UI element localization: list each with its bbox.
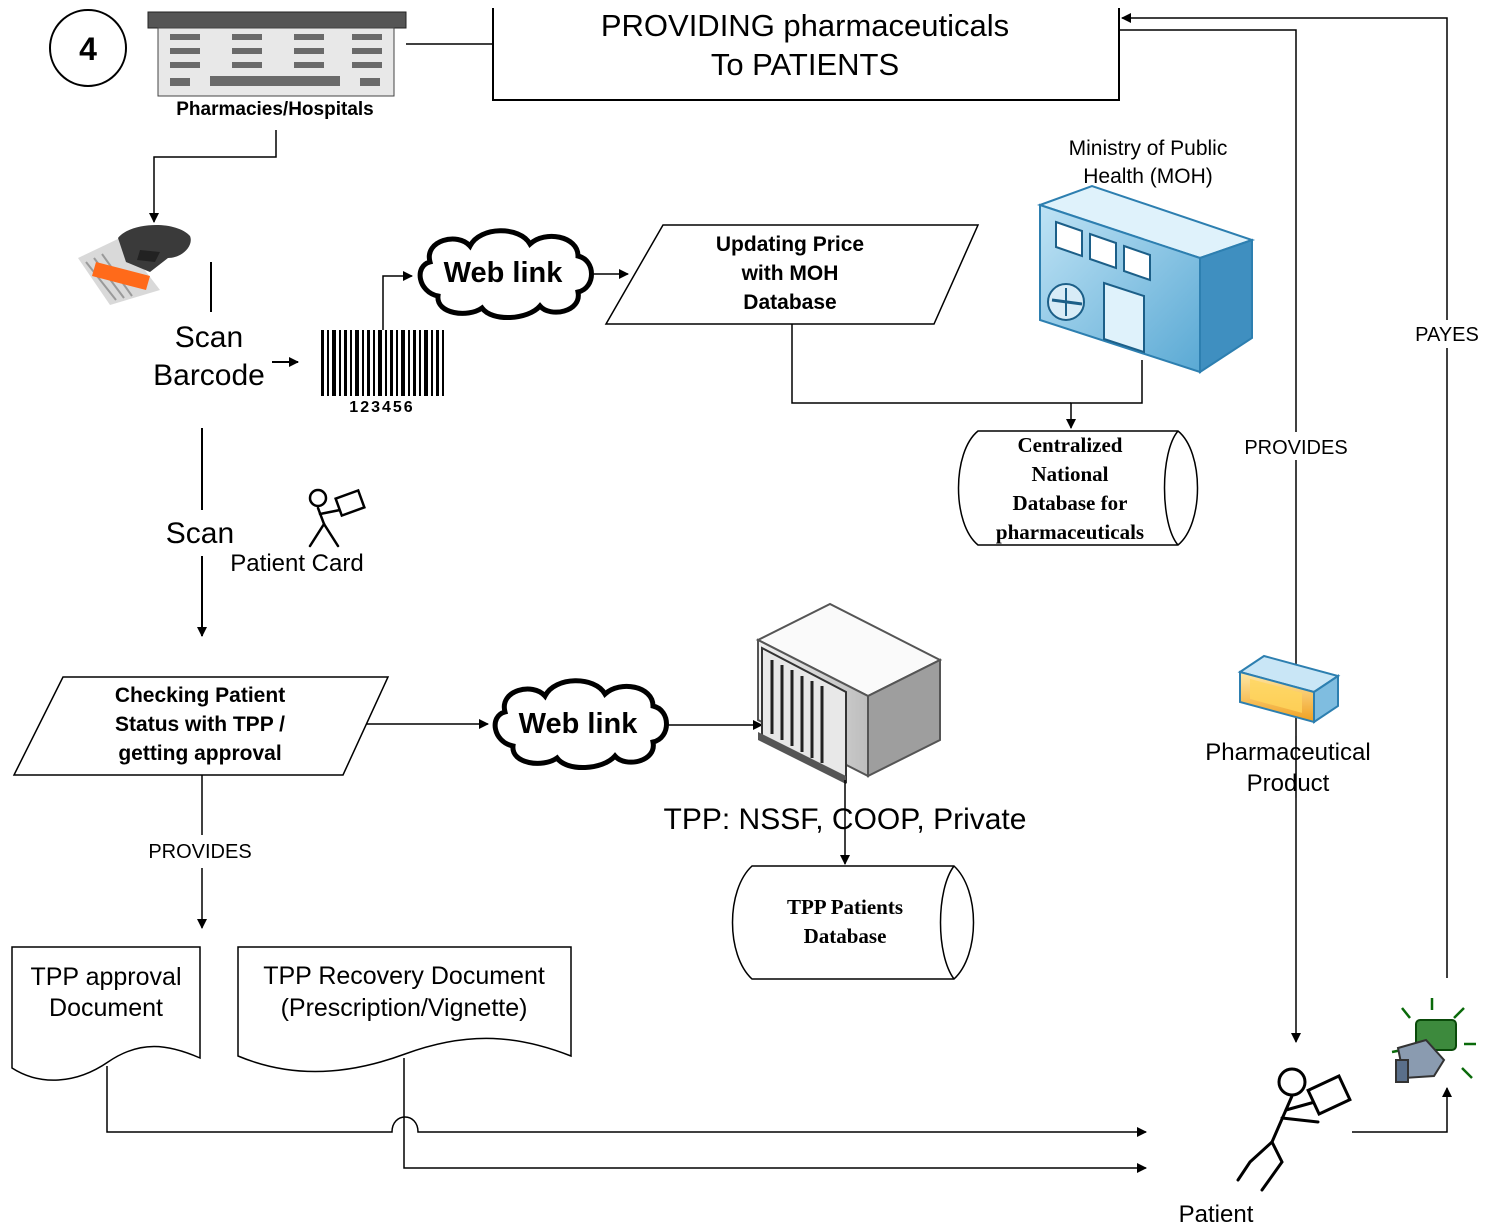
barcode-digits: 123456 — [349, 399, 414, 416]
checking-status-line3: getting approval — [118, 742, 281, 765]
providing-box: PROVIDING pharmaceuticals To PATIENTS — [492, 8, 1120, 101]
pharmaceutical-product-icon — [1237, 654, 1341, 724]
money-hand-icon — [1391, 998, 1476, 1083]
pharmacy-building-icon — [147, 11, 407, 97]
payes-bg — [1408, 320, 1486, 348]
recovery-doc-line2: (Prescription/Vignette) — [281, 994, 528, 1022]
updating-price-process: Updating Price with MOH Database — [604, 224, 980, 325]
updating-price-line3: Database — [743, 291, 836, 314]
scan-barcode-line2: Barcode — [153, 359, 265, 392]
recovery-doc-to-patient-arrow — [403, 1058, 1147, 1173]
step-number: 4 — [79, 31, 97, 67]
provides-right-bg — [1236, 432, 1354, 460]
cloud-icon-bottom — [492, 678, 669, 771]
central-db-line2: National — [1031, 462, 1108, 486]
recovery-doc-line1: TPP Recovery Document — [263, 962, 545, 990]
centralized-database: Centralized National Database for pharma… — [957, 430, 1199, 546]
moh-building-icon — [1036, 184, 1256, 374]
providing-line1: PROVIDING pharmaceuticals — [601, 8, 1009, 43]
tpp-db-line1: TPP Patients — [787, 895, 903, 919]
pharmacies-label: Pharmacies/Hospitals — [176, 99, 373, 120]
central-db-line1: Centralized — [1018, 433, 1123, 457]
providing-line2: To PATIENTS — [711, 47, 899, 82]
barcode-to-weblink-arrow — [382, 271, 413, 330]
tpp-db-line2: Database — [804, 924, 887, 948]
pharmacy-to-scanner-arrow — [149, 130, 277, 223]
patient-label: Patient — [1179, 1201, 1254, 1228]
approval-doc-line2: Document — [49, 994, 163, 1022]
tpp-patients-database: TPP Patients Database — [731, 865, 975, 980]
approval-doc-to-patient-arrow — [106, 1066, 1147, 1137]
updating-price-line2: with MOH — [741, 262, 839, 285]
scan-card-label: Patient Card — [230, 550, 363, 577]
tpp-approval-document: TPP approval Document — [11, 946, 201, 1081]
approval-doc-line1: TPP approval — [30, 963, 181, 991]
checking-status-line1: Checking Patient — [115, 684, 285, 707]
step-number-badge: 4 — [49, 9, 127, 87]
moh-label-line1: Ministry of Public — [1069, 137, 1228, 160]
web-link-bottom-label: Web link — [519, 708, 639, 740]
tpp-recovery-document: TPP Recovery Document (Prescription/Vign… — [237, 946, 572, 1073]
patient-icon — [1236, 1067, 1352, 1192]
scan-card-scan: Scan — [166, 517, 234, 550]
updating-price-line1: Updating Price — [716, 233, 864, 256]
person-carrying-card-icon — [308, 488, 366, 548]
web-link-top-label: Web link — [444, 257, 564, 289]
provides-right-label: PROVIDES — [1244, 437, 1347, 459]
tpp-server-icon — [755, 602, 943, 784]
central-db-line3: Database for — [1013, 491, 1128, 515]
payment-to-providing-arrow — [1121, 13, 1448, 978]
barcode-icon: 123456 — [321, 330, 444, 416]
central-db-line4: pharmaceuticals — [996, 520, 1144, 544]
product-label-line1: Pharmaceutical — [1205, 739, 1370, 766]
barcode-scanner-icon — [78, 224, 191, 305]
moh-label-line2: Health (MOH) — [1083, 165, 1213, 188]
scan-barcode-line1: Scan — [175, 321, 243, 354]
updating-to-db-line — [791, 324, 1071, 404]
cloud-icon-top — [417, 228, 594, 321]
product-label-line2: Product — [1247, 770, 1330, 797]
provides-left-label: PROVIDES — [148, 841, 251, 863]
patient-to-payment-arrow — [1352, 1087, 1452, 1133]
moh-to-db-arrow — [1066, 360, 1143, 429]
checking-status-line2: Status with TPP / — [115, 713, 285, 736]
product-label-bg — [1196, 736, 1382, 798]
checking-status-process: Checking Patient Status with TPP / getti… — [12, 676, 390, 776]
payes-label: PAYES — [1415, 324, 1479, 346]
